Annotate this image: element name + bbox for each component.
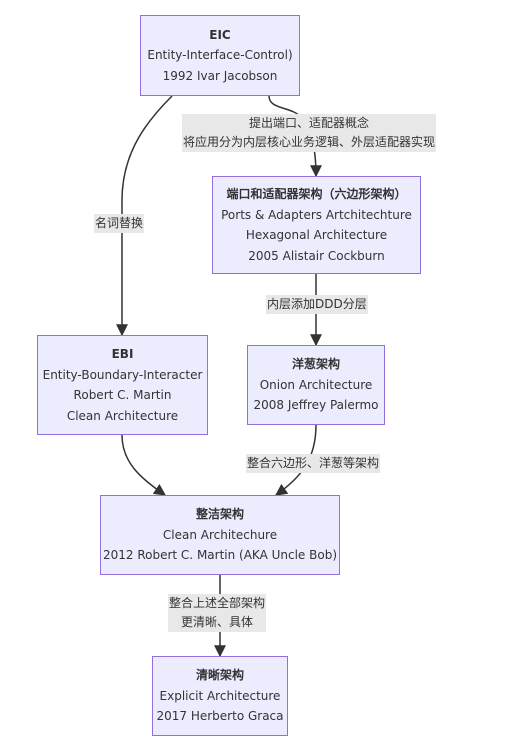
node-clean: 整洁架构 Clean Architechure 2012 Robert C. M… xyxy=(100,495,340,575)
node-line: Onion Architecture xyxy=(259,377,373,392)
node-eic: EIC Entity-Interface-Control) 1992 Ivar … xyxy=(140,15,300,96)
node-line: Clean Architechure xyxy=(162,527,278,542)
node-explicit: 清晰架构 Explicit Architecture 2017 Herberto… xyxy=(152,656,288,736)
node-line: 2008 Jeffrey Palermo xyxy=(253,398,379,413)
node-title: 洋葱架构 xyxy=(291,357,340,372)
edge-label-hex-onion: 内层添加DDD分层 xyxy=(266,295,368,314)
node-line: Clean Architecture xyxy=(66,408,179,423)
edge-label-clean-explicit: 整合上述全部架构 更清晰、具体 xyxy=(168,594,267,632)
node-line: Entity-Boundary-Interacter xyxy=(42,367,203,382)
node-line: 2005 Alistair Cockburn xyxy=(248,248,385,263)
node-hexagonal: 端口和适配器架构（六边形架构） Ports & Adapters Artchit… xyxy=(212,176,421,274)
node-line: 2017 Herberto Graca xyxy=(156,709,284,724)
edge-eic-to-ebi xyxy=(116,95,173,337)
edge-label-line: 整合上述全部架构 xyxy=(169,596,266,610)
node-line: Hexagonal Architecture xyxy=(245,228,388,242)
edge-label-line: 将应用分为内层核心业务逻辑、外层适配器实现 xyxy=(183,135,436,149)
edge-label-eic-ebi: 名词替换 xyxy=(94,214,145,233)
node-line: Explicit Architecture xyxy=(159,688,281,703)
node-line: 2012 Robert C. Martin (AKA Uncle Bob) xyxy=(102,548,338,563)
node-onion: 洋葱架构 Onion Architecture 2008 Jeffrey Pal… xyxy=(247,345,385,425)
node-line: Entity-Interface-Control) xyxy=(147,48,293,63)
edge-ebi-to-clean xyxy=(121,434,166,496)
edge-label-line: 内层添加DDD分层 xyxy=(267,297,367,311)
node-line: 1992 Ivar Jacobson xyxy=(162,68,278,83)
node-line: Robert C. Martin xyxy=(73,388,172,402)
edge-label-line: 提出端口、适配器概念 xyxy=(249,116,370,130)
edge-label-onion-clean: 整合六边形、洋葱等架构 xyxy=(246,454,381,473)
edge-label-line: 整合六边形、洋葱等架构 xyxy=(247,456,380,470)
node-title: 整洁架构 xyxy=(195,507,244,522)
edge-label-line: 更清晰、具体 xyxy=(181,615,254,629)
node-title: 清晰架构 xyxy=(195,668,244,683)
edge-label-eic-hex: 提出端口、适配器概念 将应用分为内层核心业务逻辑、外层适配器实现 xyxy=(182,114,437,152)
node-line: Ports & Adapters Artchitechture xyxy=(221,207,412,222)
node-ebi: EBI Entity-Boundary-Interacter Robert C.… xyxy=(37,335,208,435)
node-title: EIC xyxy=(209,27,231,42)
node-title: 端口和适配器架构（六边形架构） xyxy=(226,187,407,201)
node-title: EBI xyxy=(111,347,134,361)
edge-label-line: 名词替换 xyxy=(95,216,144,230)
